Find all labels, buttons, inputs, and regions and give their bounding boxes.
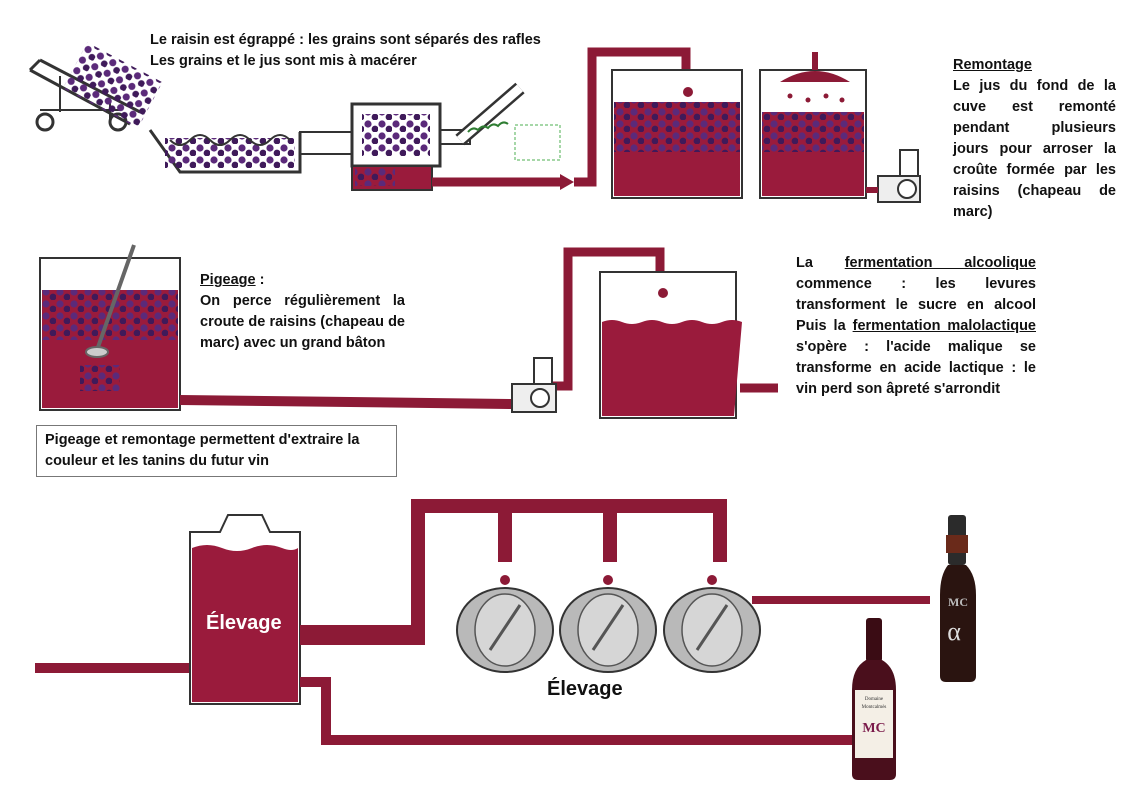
elevage-barrel-label: Élevage <box>547 678 623 700</box>
remontage-title: Remontage <box>953 57 1032 73</box>
barrel-2 <box>559 587 657 673</box>
pigeage-text: On perce régulièrement la croute de rais… <box>200 293 405 351</box>
barrel-3 <box>663 587 761 673</box>
step1-caption: Le raisin est égrappé : les grains sont … <box>150 30 570 72</box>
elevage-tank-label: Élevage <box>206 612 282 634</box>
wine-bottle-left: Domaine Montcalmès MC <box>852 618 896 780</box>
pigeage-title: Pigeage <box>200 272 256 288</box>
fermentation-tank-2 <box>759 52 867 199</box>
pipe-to-tank <box>432 47 691 190</box>
pipe-middle <box>179 247 778 409</box>
pump-middle <box>511 357 557 413</box>
pigeage-tank <box>39 244 181 411</box>
elevage-tank <box>35 514 860 745</box>
fermentation-alcoolique-term: fermentation alcoolique <box>844 255 1036 271</box>
pump-remontage <box>866 149 921 203</box>
wine-bottle-right: MC α <box>940 515 976 682</box>
pigeage-block: Pigeage : On perce régulièrement la crou… <box>200 270 405 354</box>
step1-line1: Le raisin est égrappé : les grains sont … <box>150 32 541 48</box>
fermentation-text-3: s'opère : l'acide malique se transforme … <box>796 339 1036 397</box>
barrel-1 <box>456 587 554 673</box>
fermentation-text-2: commence : les levures transforment le s… <box>796 276 1036 334</box>
bottle-label-line1: Domaine <box>865 697 884 702</box>
bottle-label-line2: Montcalmès <box>862 705 887 710</box>
crusher-machine <box>350 102 471 191</box>
barrel-manifold <box>411 499 727 645</box>
fermentation-block: La fermentation alcoolique commence : le… <box>796 253 1036 400</box>
extraction-note: Pigeage et remontage permettent d'extrai… <box>36 425 397 477</box>
fermentation-malolactique-term: fermentation malolactique <box>852 318 1036 334</box>
remontage-text: Le jus du fond de la cuve est remonté pe… <box>953 78 1116 220</box>
fermentation-tank-1 <box>611 69 743 199</box>
bottle-monogram-left: MC <box>862 721 885 736</box>
fermentation-text-1: La <box>796 255 845 271</box>
pigeage-title-suffix: : <box>255 272 265 288</box>
fermentation-tank-3 <box>599 271 742 419</box>
bottle-monogram-right: MC <box>948 595 968 609</box>
remontage-block: Remontage Le jus du fond de la cuve est … <box>953 55 1116 223</box>
step1-line2: Les grains et le jus sont mis à macérer <box>150 53 417 69</box>
grape-conveyor <box>28 42 163 132</box>
stem-ejector <box>455 82 561 161</box>
extraction-note-text: Pigeage et remontage permettent d'extrai… <box>45 432 360 469</box>
bottle-alpha-symbol: α <box>947 617 961 646</box>
destemmer-trough <box>148 129 356 174</box>
